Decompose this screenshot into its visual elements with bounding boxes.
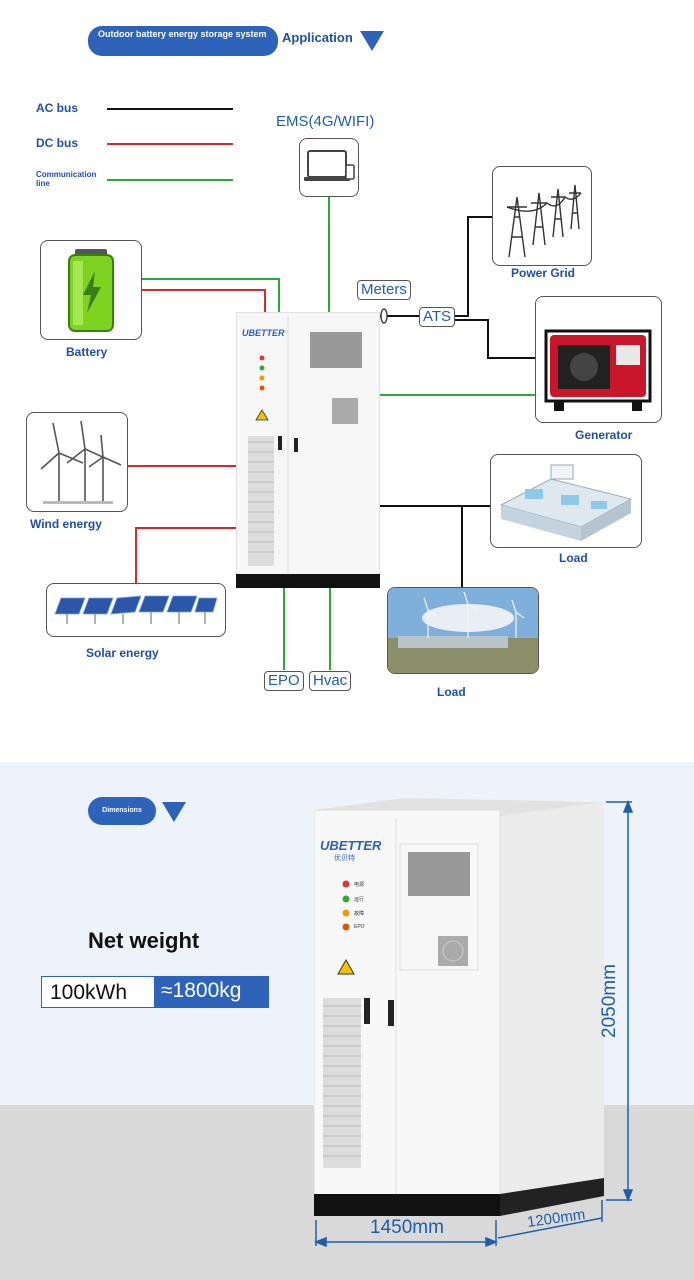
weight-box: ≈1800kg bbox=[155, 976, 269, 1008]
battery-label: Battery bbox=[66, 345, 108, 359]
legend-comm-line: Communication line bbox=[36, 170, 97, 188]
generator-box bbox=[535, 296, 662, 423]
power-grid-label: Power Grid bbox=[511, 266, 576, 280]
cabinet-large: UBETTER 优贝特 电源 运行 故障 EPO bbox=[313, 798, 604, 1218]
house-icon bbox=[499, 464, 633, 541]
chevron-down-icon bbox=[162, 802, 186, 822]
battery-dc-line bbox=[140, 289, 266, 312]
ats-grid-line bbox=[455, 216, 492, 317]
application-pill: Outdoor battery energy storage system bbox=[88, 26, 278, 56]
epo-tag: EPO bbox=[264, 671, 304, 691]
legend-ac-bus: AC bus bbox=[36, 101, 78, 115]
load1-label: Load bbox=[559, 551, 588, 565]
wind-label: Wind energy bbox=[30, 517, 102, 531]
solar-box bbox=[46, 583, 226, 637]
cabinet-small-drawing bbox=[235, 311, 381, 588]
dimensions-pill-text: Dimensions bbox=[102, 807, 142, 814]
generator-icon bbox=[544, 329, 652, 411]
cabinet-small: UBETTER bbox=[235, 311, 381, 588]
cabinet-large-brand: UBETTER 优贝特 bbox=[320, 838, 381, 863]
load2-label: Load bbox=[437, 685, 466, 699]
ats-generator-line bbox=[455, 319, 535, 359]
meter-ct-ring bbox=[380, 308, 388, 324]
wiring-diagram bbox=[107, 108, 535, 670]
cabinet-large-brand-name: UBETTER bbox=[320, 838, 382, 853]
cabinet-large-light-label-3: 故障 bbox=[354, 911, 365, 917]
net-weight-label: Net weight bbox=[88, 928, 200, 953]
cabinet-large-light-label-4: EPO bbox=[354, 924, 365, 930]
wind-turbine-icon bbox=[40, 420, 122, 504]
load1-box bbox=[490, 454, 642, 548]
capacity-box: 100kWh bbox=[41, 976, 155, 1008]
cabinet-large-light-label-2: 运行 bbox=[354, 897, 365, 903]
cabinet-small-brand: UBETTER bbox=[242, 328, 285, 338]
meters-tag: Meters bbox=[357, 280, 411, 300]
power-grid-box bbox=[492, 166, 592, 266]
ems-box bbox=[299, 138, 359, 197]
battery-box bbox=[40, 240, 142, 340]
energy-farm-icon bbox=[388, 588, 538, 673]
legend-dc-bus: DC bus bbox=[36, 136, 78, 150]
application-pill-text: Outdoor battery energy storage system bbox=[98, 29, 267, 39]
laptop-icon bbox=[304, 150, 355, 181]
chevron-down-icon bbox=[360, 31, 384, 51]
ems-label: EMS(4G/WIFI) bbox=[276, 113, 375, 130]
height-label: 2050mm bbox=[599, 964, 620, 1038]
load2-box bbox=[387, 587, 539, 674]
capacity-value: 100kWh bbox=[50, 981, 128, 1004]
hvac-tag: Hvac bbox=[309, 671, 352, 691]
cabinet-large-brand-sub: 优贝特 bbox=[334, 855, 355, 862]
pylon-icon bbox=[506, 184, 582, 258]
wind-box bbox=[26, 412, 128, 512]
cabinet-large-drawing bbox=[313, 798, 604, 1216]
solar-panel-icon bbox=[54, 595, 218, 624]
ats-tag: ATS bbox=[419, 307, 456, 327]
solar-label: Solar energy bbox=[86, 646, 159, 660]
cabinet-large-light-label-1: 电源 bbox=[354, 882, 365, 888]
solar-dc-line bbox=[135, 527, 237, 583]
cabinet-small-lights bbox=[259, 355, 265, 391]
dimensions-pill: Dimensions bbox=[88, 797, 156, 825]
battery-icon bbox=[68, 249, 114, 332]
width-label: 1450mm bbox=[370, 1217, 444, 1238]
battery-comm-line bbox=[140, 278, 280, 312]
weight-value: ≈1800kg bbox=[161, 979, 242, 1002]
application-heading: Application bbox=[282, 30, 353, 45]
generator-label: Generator bbox=[575, 428, 633, 442]
